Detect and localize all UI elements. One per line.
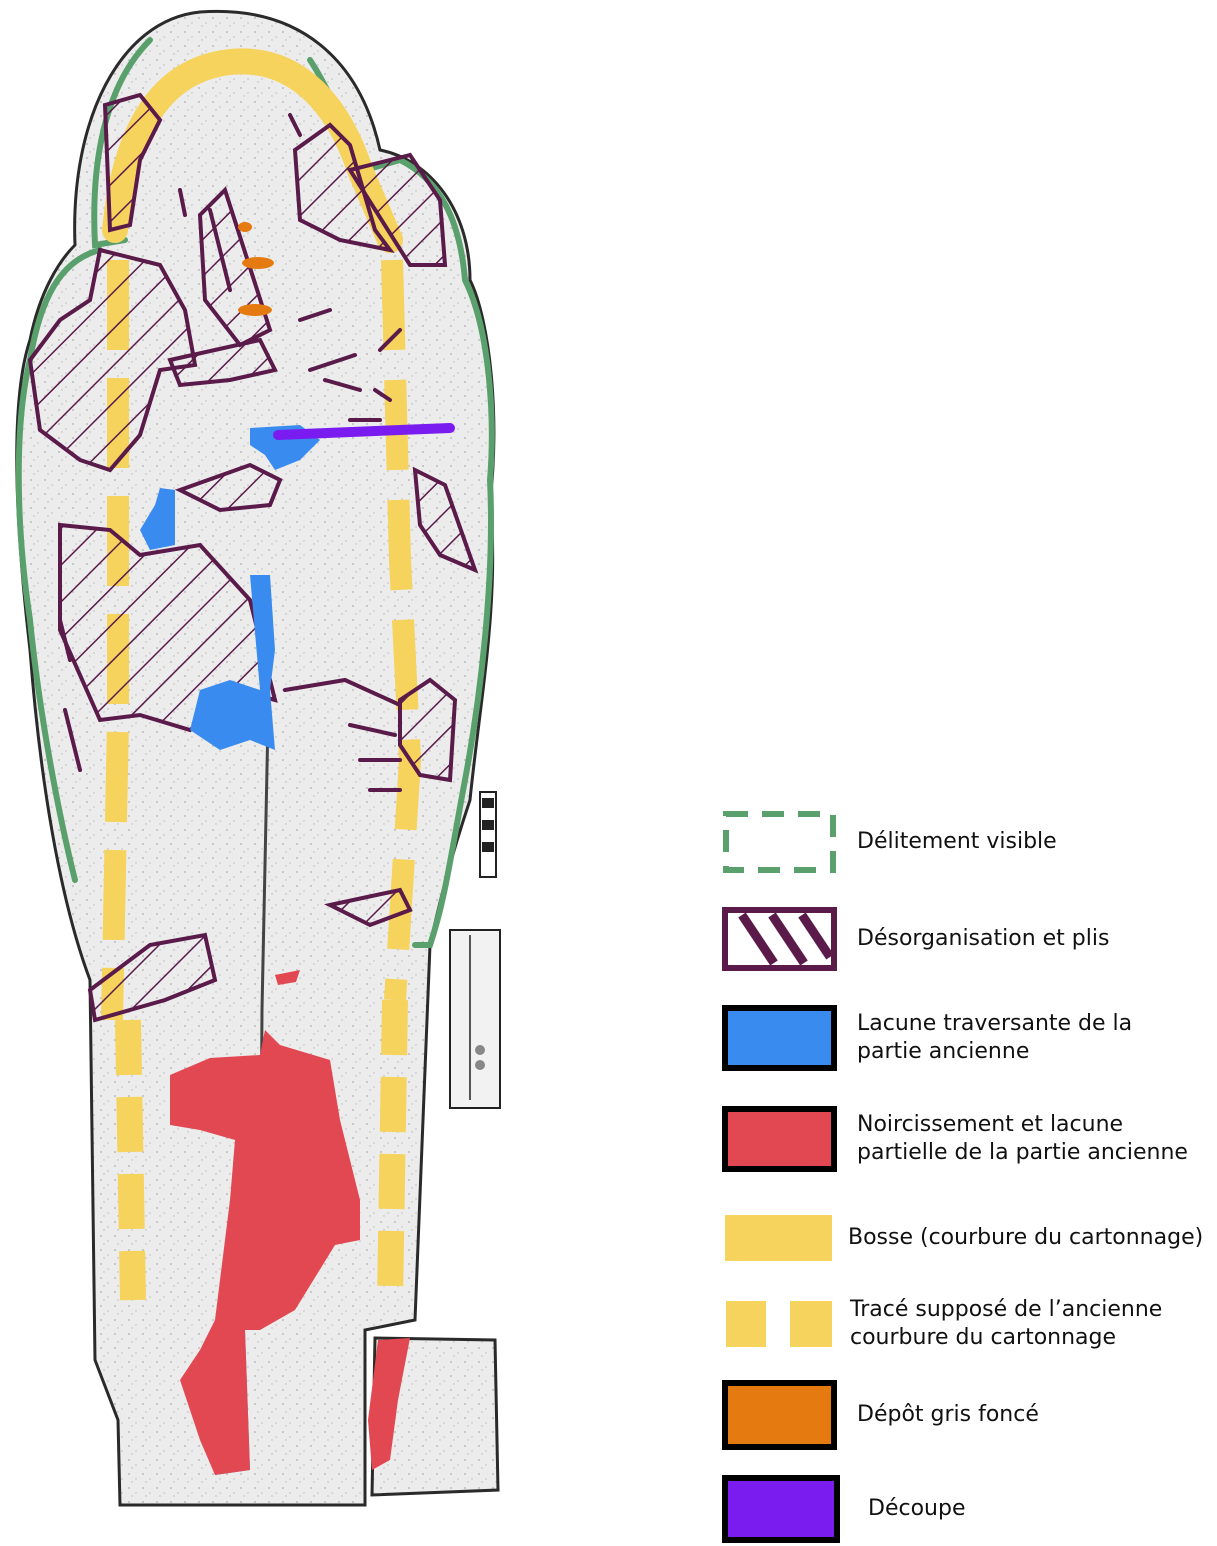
legend-label: Lacune traversante de la partie ancienne xyxy=(857,1010,1132,1066)
legend-label: Désorganisation et plis xyxy=(857,925,1109,953)
legend-label: Bosse (courbure du cartonnage) xyxy=(848,1224,1203,1252)
legend-label: Délitement visible xyxy=(857,828,1057,856)
red-swatch xyxy=(722,1106,837,1172)
legend-item-depot: Dépôt gris foncé xyxy=(722,1380,1212,1450)
yellow-dashed-swatch xyxy=(722,1299,834,1349)
yellow-swatch xyxy=(722,1215,834,1261)
legend-item-decoupe: Découpe xyxy=(722,1475,1212,1543)
legend-item-lacune-traversante: Lacune traversante de la partie ancienne xyxy=(722,1005,1212,1071)
legend-item-noircissement: Noircissement et lacune partielle de la … xyxy=(722,1106,1212,1172)
blue-swatch xyxy=(722,1005,837,1071)
legend-label: Découpe xyxy=(868,1495,965,1523)
legend-label: Dépôt gris foncé xyxy=(857,1401,1039,1429)
legend-item-delitement: Délitement visible xyxy=(722,810,1212,874)
violet-swatch xyxy=(722,1475,840,1543)
orange-swatch xyxy=(722,1380,837,1450)
legend-item-trace-suppose: Tracé supposé de l’ancienne courbure du … xyxy=(722,1296,1212,1352)
legend-item-desorganisation: Désorganisation et plis xyxy=(722,907,1212,971)
legend-label: Tracé supposé de l’ancienne courbure du … xyxy=(850,1296,1162,1352)
scale-bar-lower xyxy=(450,930,500,1108)
legend-label: Noircissement et lacune partielle de la … xyxy=(857,1111,1188,1167)
legend-item-bosse: Bosse (courbure du cartonnage) xyxy=(722,1215,1212,1261)
decoupe-line xyxy=(278,428,450,435)
scale-bar-upper xyxy=(480,792,496,877)
hatched-swatch xyxy=(722,907,837,971)
dashed-outline-swatch xyxy=(722,810,837,874)
